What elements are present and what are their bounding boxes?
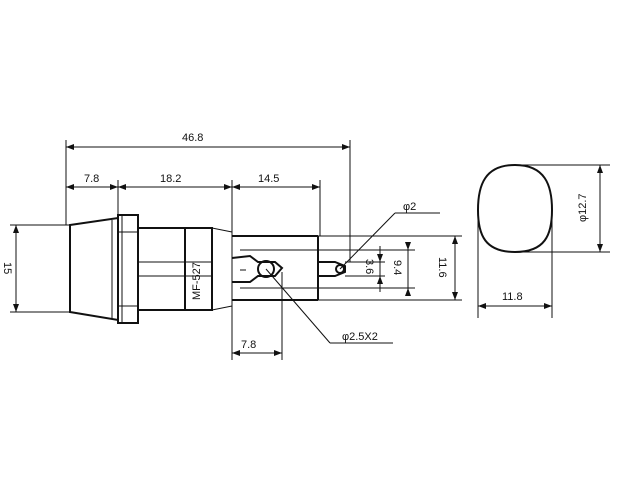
terminal-housing bbox=[231, 235, 346, 301]
hole-spec-label: φ2.5X2 bbox=[342, 331, 378, 343]
dim-9-4-label: 9.4 bbox=[391, 260, 403, 275]
terminal-length-label: 14.5 bbox=[258, 173, 279, 185]
end-view bbox=[476, 163, 554, 254]
body-length-label: 18.2 bbox=[160, 173, 181, 185]
hole-diameter-label: φ2 bbox=[403, 201, 416, 213]
overall-length-label: 46.8 bbox=[182, 132, 203, 144]
part-number: MF-527 bbox=[191, 262, 203, 300]
end-diameter-label: φ12.7 bbox=[577, 193, 589, 222]
body bbox=[138, 227, 233, 311]
end-width-label: 11.8 bbox=[502, 291, 523, 303]
cap-length-label: 7.8 bbox=[84, 173, 99, 185]
dim-3-6-label: 3.6 bbox=[363, 259, 375, 274]
dim-11-6-label: 11.6 bbox=[436, 257, 448, 278]
cap bbox=[69, 216, 119, 322]
hex-nut bbox=[117, 214, 139, 324]
cap-diameter-label: 15 bbox=[1, 262, 13, 274]
lower-length-label: 7.8 bbox=[241, 339, 256, 351]
